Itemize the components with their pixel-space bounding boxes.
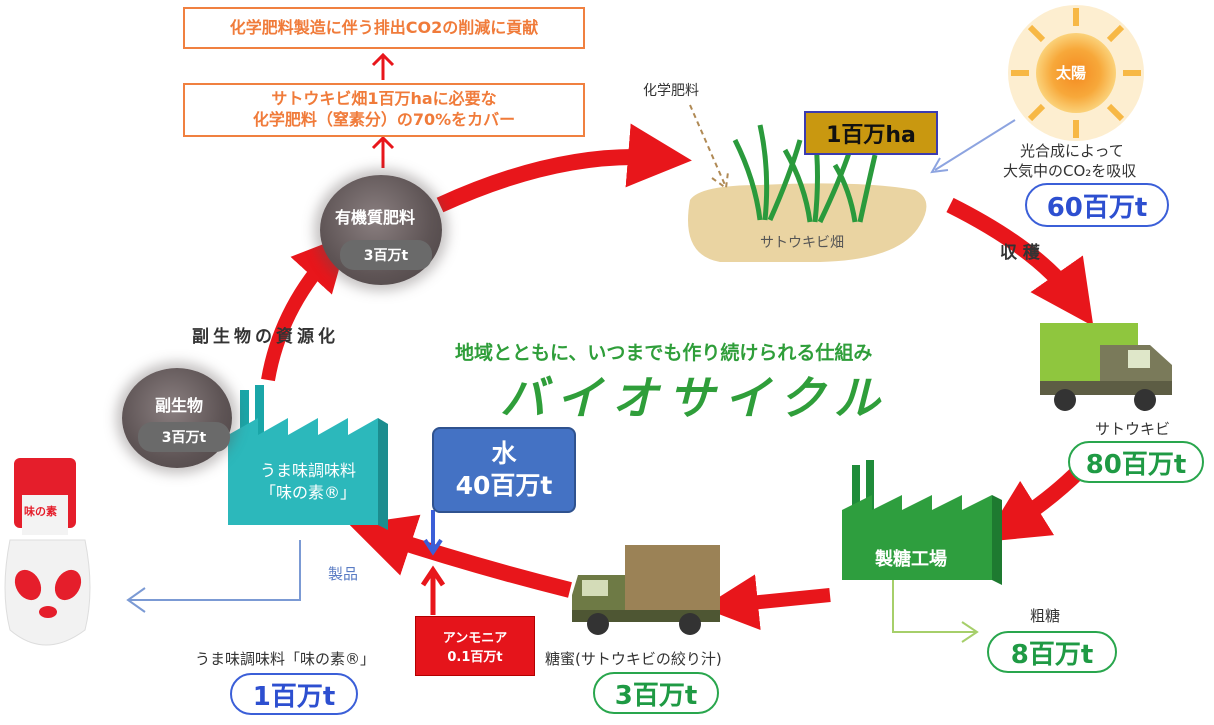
sunlight-arrow — [930, 119, 1016, 174]
organic-fertilizer-amount: 3百万t — [340, 240, 432, 270]
bottle-label: 味の素 — [24, 505, 57, 518]
umami-factory-icon — [228, 385, 388, 530]
ammonia-box: アンモニア 0.1百万t — [415, 616, 535, 676]
top-box-co2-reduction: 化学肥料製造に伴う排出CO2の削減に貢献 — [183, 7, 585, 49]
arrow-box2-to-box1 — [371, 52, 395, 80]
raw-sugar-amount: 8百万t — [987, 631, 1117, 673]
molasses-amount: 3百万t — [593, 672, 719, 714]
field-fertilizer-label: 化学肥料 — [643, 83, 699, 99]
diagram-title: バイオサイクル — [500, 371, 890, 425]
top-box-fertilizer-line2: 化学肥料（窒素分）の70%をカバー — [252, 110, 516, 129]
top-box-fertilizer-coverage: サトウキビ畑1百万haに必要な 化学肥料（窒素分）の70%をカバー — [183, 83, 585, 137]
water-line2: 40百万t — [455, 471, 553, 500]
field-ground — [688, 183, 927, 262]
photosynthesis-line1: 光合成によって — [1020, 142, 1124, 160]
cycle-arrow-to-field — [436, 123, 692, 213]
sugar-factory-icon — [842, 460, 1002, 585]
fertilizer-dashed-arrow — [689, 104, 729, 190]
raw-sugar-label: 粗糖 — [1030, 607, 1061, 625]
sun-label: 太陽 — [1056, 64, 1087, 82]
resource-label: 副生物の資源化 — [192, 327, 339, 347]
ammonia-line1: アンモニア — [442, 631, 508, 646]
byproduct-blob — [122, 368, 232, 468]
ammonia-arrow — [420, 565, 446, 615]
product-label: 製品 — [328, 565, 359, 583]
truck-sugarcane-label: サトウキビ — [1095, 420, 1171, 438]
cycle-arrow-harvest — [946, 197, 1094, 327]
cycle-arrow-to-sugar-factory — [982, 464, 1086, 542]
sugarcane-plants — [732, 124, 878, 224]
molasses-label: 糖蜜(サトウキビの絞り汁) — [545, 650, 722, 668]
product-name: うま味調味料「味の素®」 — [195, 650, 376, 668]
ammonia-line2: 0.1百万t — [447, 650, 503, 665]
cycle-arrow-to-organic-fertilizer — [261, 234, 349, 382]
harvest-label: 収 穫 — [1000, 243, 1040, 263]
umami-factory-line1: うま味調味料 — [259, 461, 356, 480]
field-label: サトウキビ畑 — [760, 235, 844, 251]
photosynthesis-line2: 大気中のCO₂を吸収 — [1003, 162, 1137, 180]
tagline: 地域とともに、いつまでも作り続けられる仕組み — [455, 342, 873, 364]
top-box-fertilizer-line1: サトウキビ畑1百万haに必要な — [271, 89, 497, 109]
top-box-co2-reduction-text: 化学肥料製造に伴う排出CO2の削減に貢献 — [229, 17, 539, 37]
water-line1: 水 — [491, 438, 517, 468]
product-amount: 1百万t — [230, 673, 358, 715]
water-box: 水 40百万t — [432, 427, 576, 513]
ajinomoto-bottle-icon — [4, 458, 91, 646]
sugar-factory-label: 製糖工場 — [875, 549, 947, 570]
raw-sugar-line — [892, 580, 979, 643]
umami-factory-line2: 「味の素®」 — [259, 483, 356, 503]
co2-absorbed-amount: 60百万t — [1025, 183, 1169, 227]
umami-factory-label: うま味調味料 「味の素®」 — [248, 460, 368, 505]
field-area-badge: 1百万ha — [804, 111, 938, 155]
sugarcane-amount: 80百万t — [1068, 441, 1204, 483]
cycle-arrow-to-umami-factory — [349, 514, 572, 598]
cycle-arrow-to-molasses — [702, 574, 831, 631]
water-arrow — [423, 510, 443, 556]
organic-fertilizer-label: 有機質肥料 — [335, 208, 416, 227]
byproduct-amount: 3百万t — [138, 422, 230, 452]
truck-sugarcane-icon — [1040, 323, 1172, 411]
arrow-fertilizer-to-box2 — [371, 135, 395, 168]
truck-molasses-icon — [572, 545, 720, 635]
product-arrow — [126, 540, 301, 613]
sun-icon — [1008, 5, 1144, 141]
byproduct-label: 副生物 — [155, 396, 204, 415]
